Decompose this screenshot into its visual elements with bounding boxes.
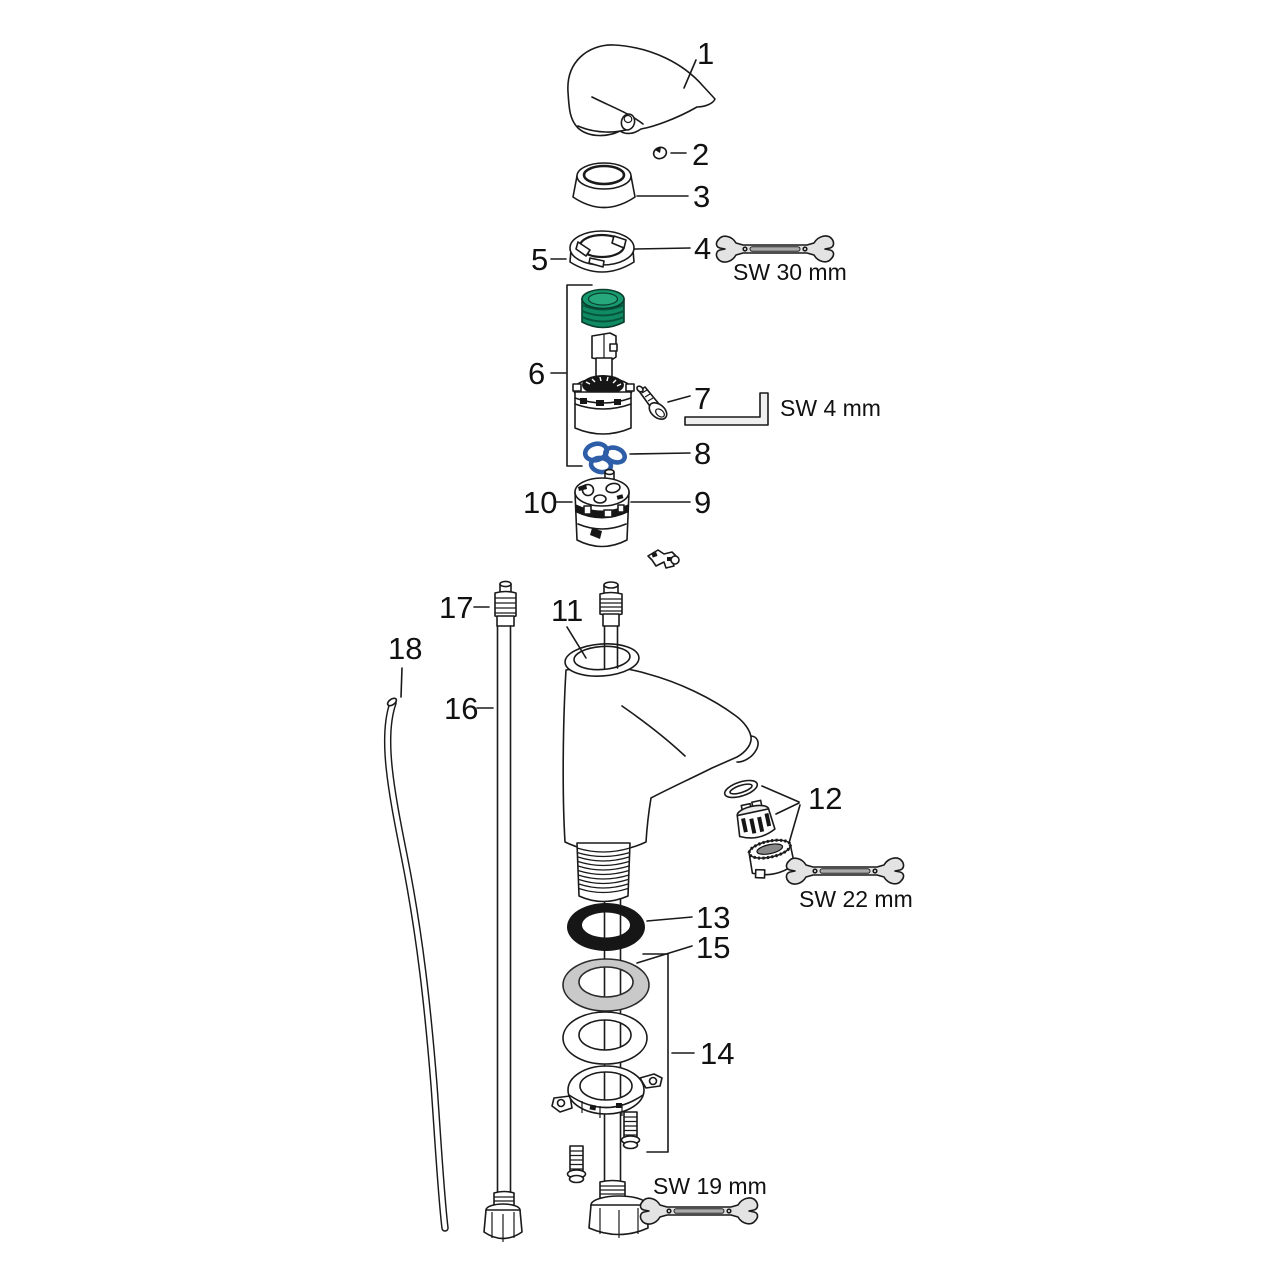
part-retaining-clip — [647, 549, 680, 569]
part-faucet-body — [562, 581, 759, 903]
part-curved-hose — [383, 667, 449, 1232]
part-oring — [567, 903, 693, 951]
callout-16: 16 — [444, 691, 478, 726]
part-cartridge-screw — [636, 385, 691, 420]
part-gray-washer — [562, 945, 693, 1012]
part-supply-hose — [473, 580, 523, 1242]
allen-key-sw4-icon — [684, 392, 769, 426]
tool-label-sw19: SW 19 mm — [653, 1173, 767, 1199]
part-collar-ring — [572, 162, 689, 209]
part-aerator-set — [723, 779, 801, 879]
part-handle — [567, 44, 716, 137]
callout-15: 15 — [696, 930, 730, 965]
leader-8 — [629, 452, 691, 455]
callout-3: 3 — [693, 179, 710, 214]
part-tail-nut — [588, 1179, 649, 1238]
part-grub-screw — [652, 146, 687, 160]
tool-label-sw4: SW 4 mm — [780, 395, 881, 421]
callout-14: 14 — [700, 1036, 734, 1071]
part-valve-body — [555, 468, 691, 548]
wrench-sw22-icon — [785, 857, 905, 885]
callout-4: 4 — [694, 231, 711, 266]
part-mounting-set — [551, 953, 695, 1184]
callout-6: 6 — [528, 356, 545, 391]
callout-18: 18 — [388, 631, 422, 666]
tool-label-sw30: SW 30 mm — [733, 259, 847, 285]
part-cartridge — [572, 332, 635, 435]
wrench-sw19-icon — [639, 1197, 759, 1225]
callout-9: 9 — [694, 485, 711, 520]
callout-7: 7 — [694, 381, 711, 416]
callout-1: 1 — [697, 36, 714, 71]
callout-10: 10 — [523, 485, 557, 520]
callout-13: 13 — [696, 900, 730, 935]
callout-12: 12 — [808, 781, 842, 816]
tool-label-sw22: SW 22 mm — [799, 886, 913, 912]
part-ring-nut — [550, 230, 691, 273]
callout-8: 8 — [694, 436, 711, 471]
callout-11: 11 — [551, 593, 583, 628]
callout-17: 17 — [439, 590, 473, 625]
part-cartridge-bracket — [550, 284, 593, 467]
part-cartridge-seal-green — [581, 288, 625, 329]
callout-2: 2 — [692, 137, 709, 172]
part-seal-trefoil — [582, 441, 627, 475]
callout-5: 5 — [531, 242, 548, 277]
